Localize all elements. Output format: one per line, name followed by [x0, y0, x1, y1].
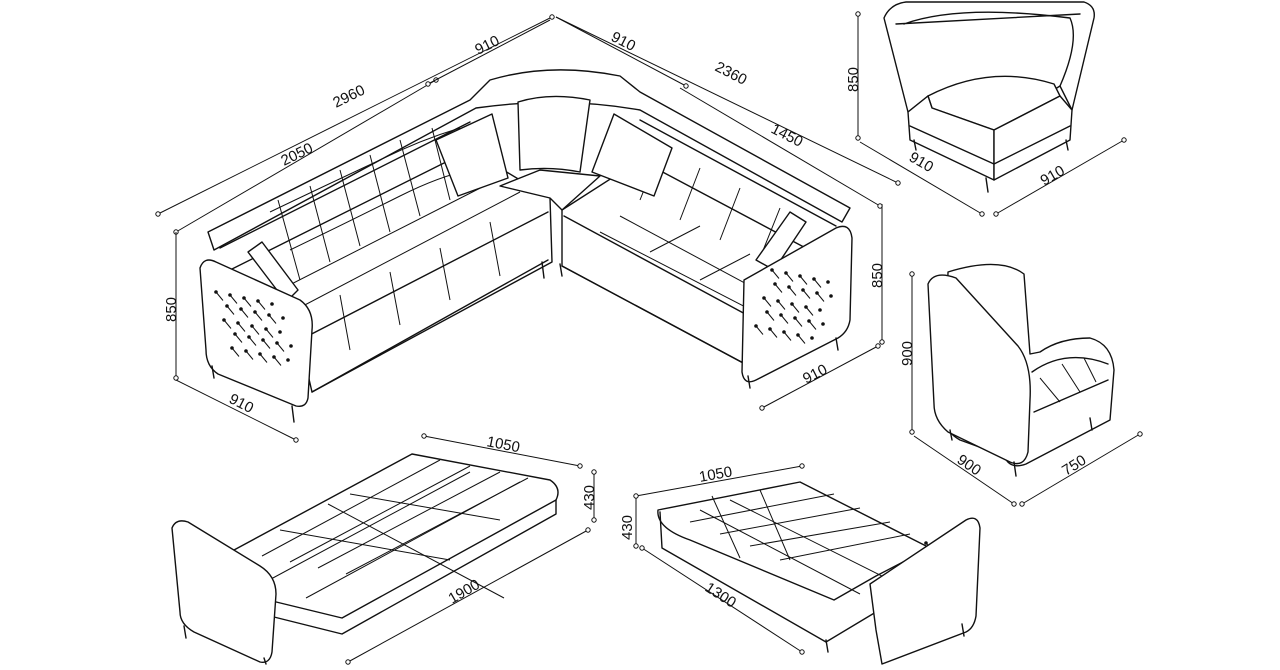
tuft-seam: [245, 350, 254, 360]
sofa-bed-1: [171, 453, 559, 665]
tuft-seam: [763, 297, 772, 307]
tuft-button: [270, 302, 274, 306]
tuft-seam: [816, 292, 825, 302]
dim-bed1-height: 430: [581, 485, 598, 510]
tuft-button: [281, 316, 285, 320]
tuft-seam: [215, 291, 224, 301]
dim-corner-depth-left: 910: [226, 390, 256, 417]
dim-corner-total-left: 2960: [330, 82, 367, 112]
tuft-seam: [226, 305, 235, 315]
tuft-seam: [755, 325, 764, 335]
dim-corner-height-left: 850: [163, 297, 180, 322]
dim-bed1-depth: 1050: [485, 433, 521, 456]
tuft-seam: [771, 269, 780, 279]
tuft-seam: [794, 317, 803, 327]
tuft-seam: [223, 319, 232, 329]
tuft-seam: [243, 297, 252, 307]
tuft-seam: [276, 342, 285, 352]
tuft-seam: [805, 306, 814, 316]
tuft-seam: [783, 331, 792, 341]
tuft-seam: [254, 311, 263, 321]
tuft-seam: [268, 314, 277, 324]
tuft-seam: [265, 328, 274, 338]
dim-corner-height-right: 850: [869, 263, 886, 288]
dim-corner-total-right: 2360: [712, 58, 749, 88]
dim-corner-left-length: 2050: [278, 140, 315, 170]
tuft-seam: [769, 328, 778, 338]
tuft-seam: [259, 353, 268, 363]
tuft-seam: [273, 356, 282, 366]
corner-chair: [883, 1, 1095, 193]
dim-corner-top-left-seg: 910: [472, 32, 502, 58]
dim-corner-chair-height: 850: [845, 67, 862, 92]
tuft-seam: [240, 308, 249, 318]
dim-armchair-height: 900: [899, 341, 916, 366]
tuft-button: [829, 294, 833, 298]
tuft-seam: [766, 311, 775, 321]
tuft-seam: [785, 272, 794, 282]
tuft-seam: [813, 278, 822, 288]
tuft-button: [286, 358, 290, 362]
dim-armchair-width: 750: [1059, 452, 1089, 480]
dim-corner-top-right-seg: 910: [608, 28, 638, 55]
dim-corner-right-length: 1450: [768, 120, 805, 150]
tuft-seam: [791, 303, 800, 313]
dim-bed2-length: 1300: [702, 579, 739, 611]
tuft-button: [826, 280, 830, 284]
armchair: [927, 263, 1115, 477]
tuft-button: [821, 322, 825, 326]
tuft-seam: [797, 334, 806, 344]
tuft-seam: [780, 314, 789, 324]
tuft-seam: [777, 300, 786, 310]
dim-corner-depth-right: 910: [800, 361, 830, 388]
tuft-seam: [774, 283, 783, 293]
dim-bed1-length: 1900: [446, 576, 483, 607]
sofa-bed-2: [657, 481, 981, 665]
tuft-button: [818, 308, 822, 312]
tuft-seam: [237, 322, 246, 332]
tuft-seam: [799, 275, 808, 285]
dim-armchair-depth: 900: [954, 451, 984, 479]
sofa-bed-2-dimensions: 1050 430 1300: [619, 463, 805, 655]
tuft-seam: [808, 320, 817, 330]
tuft-seam: [802, 289, 811, 299]
tuft-seam: [788, 286, 797, 296]
tuft-seam: [234, 333, 243, 343]
dim-corner-chair-depth-right: 910: [1038, 162, 1068, 189]
tuft-seam: [262, 339, 271, 349]
dim-bed2-height: 430: [619, 515, 636, 540]
dim-bed2-depth: 1050: [698, 463, 734, 486]
tuft-button: [810, 336, 814, 340]
tuft-seam: [257, 300, 266, 310]
tuft-button: [278, 330, 282, 334]
corner-sofa: [199, 69, 853, 423]
tuft-seam: [229, 294, 238, 304]
tuft-seam: [231, 347, 240, 357]
corner-sofa-dimensions: 2960 910 910 2360 2050 1450 850 850 910 …: [155, 14, 901, 443]
tuft-seam: [251, 325, 260, 335]
tuft-button: [289, 344, 293, 348]
tuft-seam: [248, 336, 257, 346]
